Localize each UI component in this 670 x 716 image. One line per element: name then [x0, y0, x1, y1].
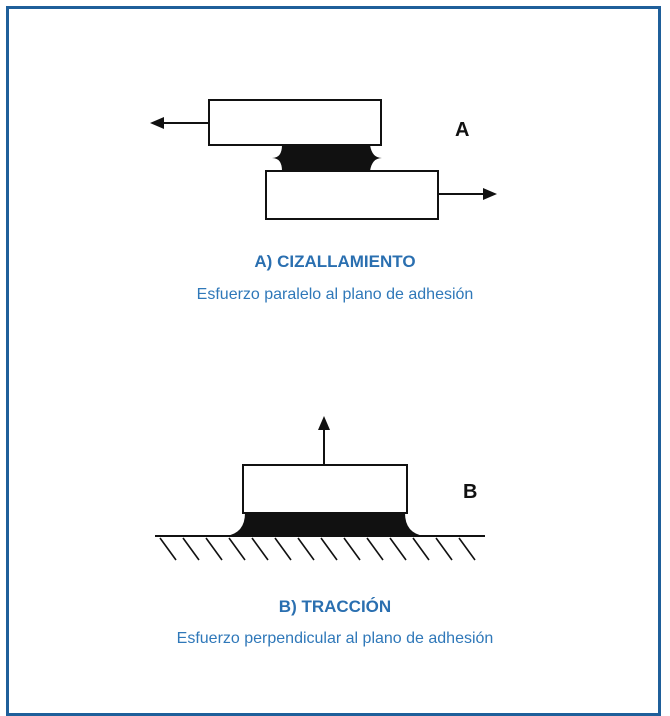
shear-adhesive-layer	[272, 145, 382, 171]
panel-a-letter: A	[455, 119, 469, 141]
tension-title: B) TRACCIÓN	[278, 597, 392, 616]
panel-b-letter: B	[463, 481, 477, 503]
shear-top-block	[208, 99, 382, 146]
shear-title: A) CIZALLAMIENTO	[254, 252, 416, 271]
tension-adhesive-layer	[226, 513, 424, 536]
tension-block	[242, 464, 408, 514]
tension-illustration: B	[155, 416, 485, 561]
shear-right-arrow	[438, 188, 497, 200]
tension-description: Esfuerzo perpendicular al plano de adhes…	[176, 630, 494, 647]
substrate-hatching	[159, 537, 476, 561]
shear-left-arrow	[150, 117, 209, 129]
shear-illustration: A	[150, 99, 497, 220]
tension-up-arrow	[318, 416, 330, 465]
shear-bottom-block	[265, 170, 439, 220]
shear-description: Esfuerzo paralelo al plano de adhesión	[196, 286, 474, 303]
